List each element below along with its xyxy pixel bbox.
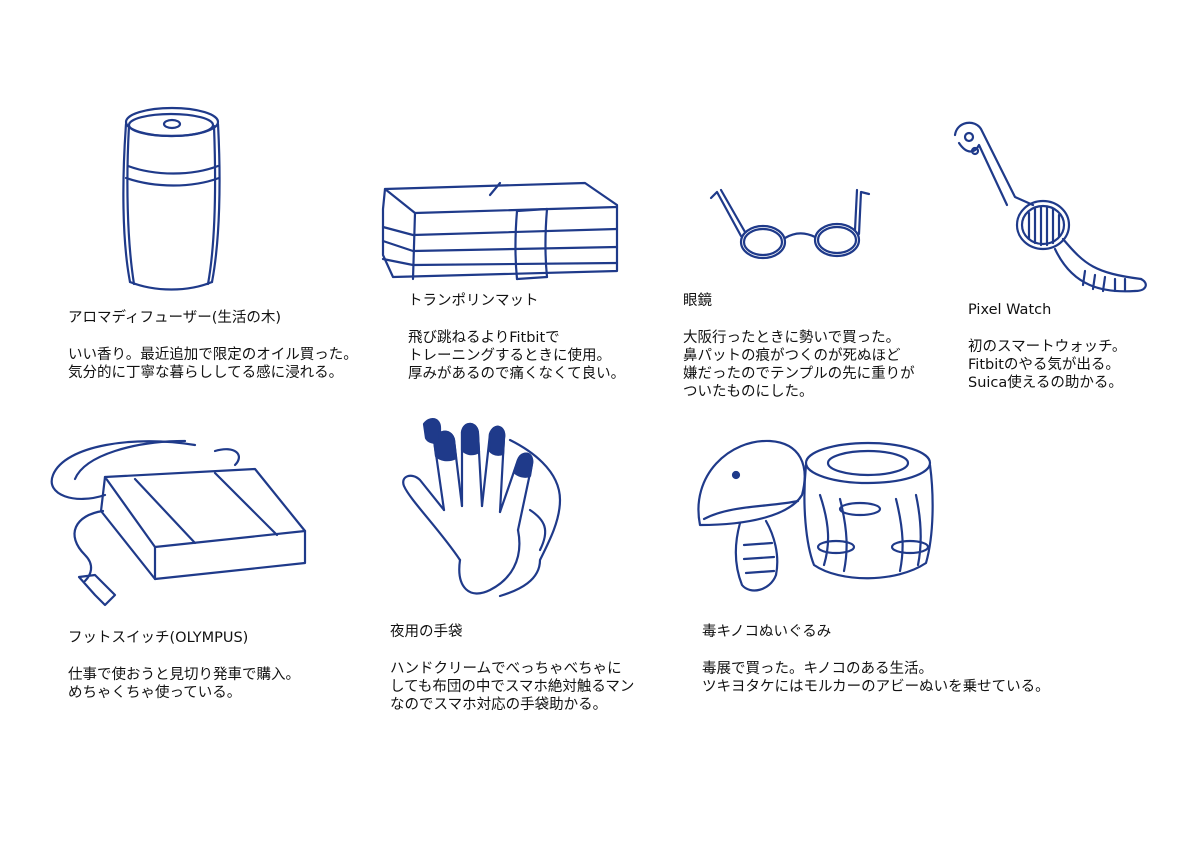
item-description-line: 毒展で買った。キノコのある生活。 [702,661,933,677]
item-description-line: 鼻パットの痕がつくのが死ぬほど [683,348,901,364]
item-foot-switch: フットスイッチ(OLYMPUS) 仕事で使おうと見切り発車で購入。 めちゃくちゃ… [68,628,300,702]
item-description-line: 飛び跳ねるよりFitbitで [408,330,560,346]
mushroom-plush-illustration [690,435,950,600]
glasses-illustration [705,180,880,270]
item-description-line: ハンドクリームでべっちゃべちゃに [390,661,622,677]
item-pixel-watch: Pixel Watch 初のスマートウォッチ。 Fitbitのやる気が出る。 S… [968,300,1126,392]
item-title: 夜用の手袋 [390,624,463,640]
item-night-gloves: 夜用の手袋 ハンドクリームでべっちゃべちゃに しても布団の中でスマホ絶対触るマン… [390,622,634,714]
item-description-line: Fitbitのやる気が出る。 [968,357,1120,373]
item-description-line: 嫌だったのでテンプルの先に重りが [683,366,915,382]
item-description-line: 大阪行ったときに勢いで買った。 [683,330,901,346]
item-aroma-diffuser: アロマディフューザー(生活の木) いい香り。最近追加で限定のオイル買った。 気分… [68,308,358,382]
night-gloves-illustration [400,410,580,610]
pixel-watch-illustration [945,115,1150,305]
item-mushroom-plush: 毒キノコぬいぐるみ 毒展で買った。キノコのある生活。 ツキヨタケにはモルカーのア… [702,622,1050,696]
item-description-line: Suica使えるの助かる。 [968,375,1123,391]
item-description-line: ついたものにした。 [683,384,814,400]
item-title: トランポリンマット [408,293,539,309]
item-description-line: 仕事で使おうと見切り発車で購入。 [68,667,300,683]
aroma-diffuser-illustration [110,100,240,300]
foot-switch-illustration [45,435,315,610]
item-description-line: トレーニングするときに使用。 [408,348,611,364]
item-title: 眼鏡 [683,293,712,309]
item-description-line: いい香り。最近追加で限定のオイル買った。 [68,347,358,363]
item-trampoline-mat: トランポリンマット 飛び跳ねるよりFitbitで トレーニングするときに使用。 … [408,291,625,383]
item-description-line: ツキヨタケにはモルカーのアビーぬいを乗せている。 [702,679,1050,695]
item-description-line: 初のスマートウォッチ。 [968,339,1127,355]
trampoline-mat-illustration [375,175,625,290]
item-description-line: なのでスマホ対応の手袋助かる。 [390,697,608,713]
item-title: 毒キノコぬいぐるみ [702,624,832,640]
item-title: フットスイッチ(OLYMPUS) [68,630,249,646]
item-description-line: めちゃくちゃ使っている。 [68,685,242,701]
item-title: アロマディフューザー(生活の木) [68,310,282,326]
item-description-line: しても布団の中でスマホ絶対触るマン [390,679,635,695]
item-description-line: 気分的に丁寧な暮らししてる感に浸れる。 [68,365,344,381]
item-title: Pixel Watch [968,302,1052,318]
item-glasses: 眼鏡 大阪行ったときに勢いで買った。 鼻パットの痕がつくのが死ぬほど 嫌だったの… [683,291,915,401]
item-description-line: 厚みがあるので痛くなくて良い。 [408,366,626,382]
